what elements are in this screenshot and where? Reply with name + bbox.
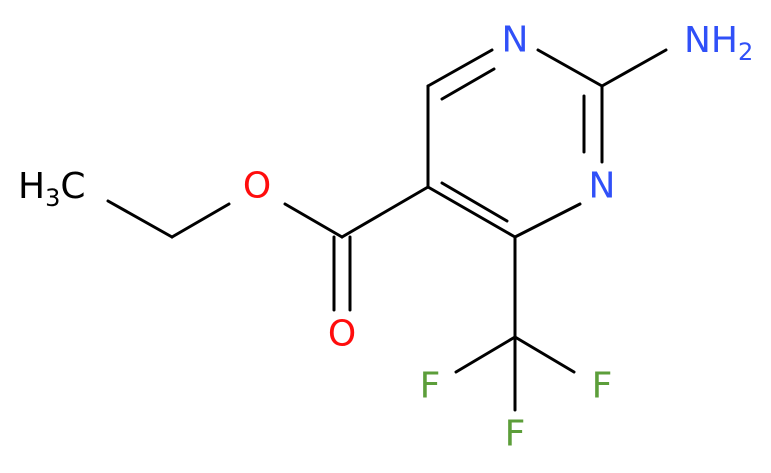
bond-c2-nh2 [600,48,668,88]
bond-n1-c2 [536,48,604,88]
atom-ch3-c: C [60,166,85,207]
bond-ch2-ch3 [106,199,174,239]
atom-nh2-main: NH [684,20,738,61]
bond-cf3-f-left [454,335,517,374]
bond-cf3-f-right [513,335,576,374]
bond-c4-c5-inner [440,181,509,223]
bond-c6-n1-inner [440,67,496,101]
atom-o-carbonyl: O [328,314,356,355]
atom-n-ring-top: N [502,20,529,61]
atom-f-bottom: F [505,414,526,455]
atom-nh2: NH2 [684,20,753,67]
bond-c4-c5 [426,185,517,239]
bond-ester-o-ch2 [170,202,231,239]
atom-nh2-subscript: 2 [738,38,753,66]
atom-ch3-h: H [18,166,45,207]
atom-f-right: F [592,366,613,407]
bond-carbonyl-ester-o [283,202,344,239]
bond-n3-c4 [513,202,582,239]
atom-ch3: H3C [18,166,86,213]
atom-ch3-subscript: 3 [45,184,60,212]
bond-c5-carbonyl [340,185,430,239]
atom-o-ester: O [243,166,271,207]
atom-n-ring-right: N [589,166,616,207]
atom-f-left: F [420,366,441,407]
bond-c6-n1 [426,48,494,88]
